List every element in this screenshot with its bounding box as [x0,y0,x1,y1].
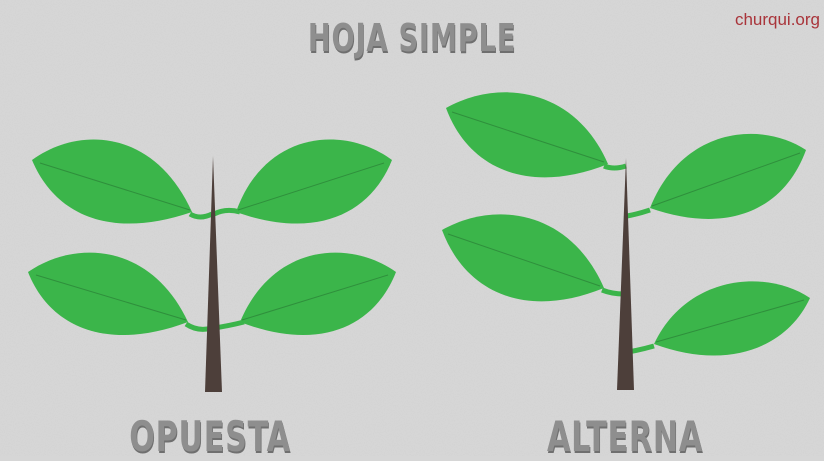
leaf-vein [451,111,605,163]
leaf-alt-1 [446,92,608,178]
leaf-vein [651,152,801,207]
petiole [188,211,214,220]
stem [617,158,634,390]
leaf-bottom-right [240,252,396,336]
leaf-alt-3 [442,214,604,302]
leaf-alt-4 [654,281,810,356]
site-watermark: churqui.org [734,10,820,29]
petiole [601,287,625,297]
petiole [212,207,241,217]
petiole [603,163,627,171]
leaf-top-right [236,139,392,224]
leaf-alt-2 [650,133,806,219]
leaf-bottom-left [28,252,188,336]
page-title: HOJA SIMPLE [307,16,517,60]
leaf-vein [237,162,385,211]
alternate-label: ALTERNA [547,412,703,461]
alternate-diagram [442,92,810,390]
leaf-top-left [32,139,192,224]
leaf-vein [241,274,389,321]
opposite-label: OPUESTA [129,412,291,461]
leaf-vein [39,162,191,211]
stem [205,156,222,392]
leaf-vein [35,274,187,321]
leaf-vein [655,299,805,343]
leaf-vein [447,233,601,287]
petiole [626,207,651,219]
opposite-diagram [28,139,396,392]
